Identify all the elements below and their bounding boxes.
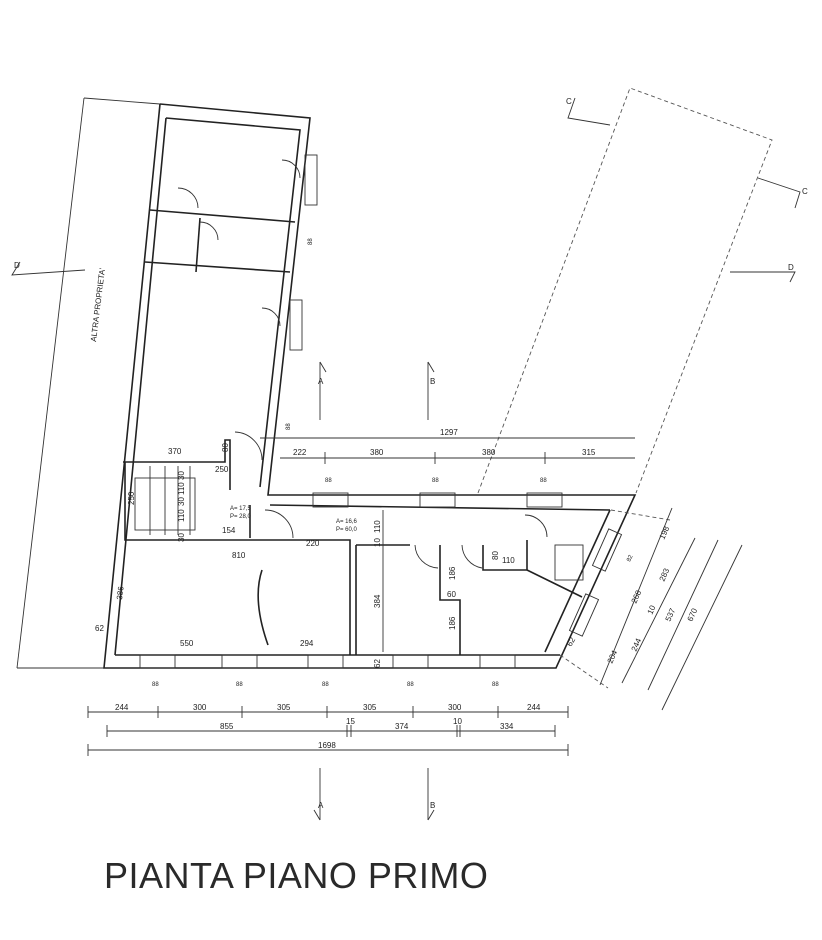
dim-label: 10	[453, 717, 462, 726]
plan-title: PIANTA PIANO PRIMO	[104, 855, 489, 896]
dim-label: 315	[582, 448, 596, 457]
window-labels: 88 88 88 88 88 88 88 88 88 88 82	[152, 238, 635, 688]
dim-label: 294	[300, 639, 314, 648]
stair-perimeter: P= 28,0	[230, 514, 252, 520]
right-dimensions: 198 268 204 283 10 244 537 670	[599, 507, 743, 711]
dim-label: 386	[115, 585, 126, 600]
window-label: 88	[286, 423, 292, 430]
section-b-bottom: B	[430, 801, 435, 810]
window-label: 88	[407, 682, 414, 688]
dim-label: 380	[370, 448, 384, 457]
section-b-top: B	[430, 377, 435, 386]
dim-label: 60	[447, 590, 456, 599]
dim-label: 186	[448, 566, 457, 580]
door-swing	[177, 187, 199, 209]
dim-label: 30	[177, 533, 186, 542]
dim-label: 305	[363, 703, 377, 712]
window-label: 88	[325, 478, 332, 484]
dim-label: 384	[373, 594, 382, 608]
dim-label: 10	[373, 538, 382, 547]
dim-label: 110	[177, 482, 186, 495]
dim-label: 15	[346, 717, 355, 726]
dim-label: 810	[232, 551, 246, 560]
dim-label: 30	[177, 471, 186, 480]
dim-label: 670	[686, 606, 700, 622]
dim-label: 283	[658, 566, 672, 582]
section-a-top: A	[318, 377, 324, 386]
door-swing	[264, 509, 294, 539]
dim-label: 186	[448, 616, 457, 630]
landing-area: A= 16,6	[336, 519, 358, 525]
dim-label: 244	[527, 703, 541, 712]
dim-label: 300	[193, 703, 207, 712]
doors	[177, 159, 548, 569]
dim-label: 80	[491, 551, 500, 560]
dim-label: 154	[222, 526, 236, 535]
dim-label: 30	[177, 497, 186, 506]
landing-perimeter: P= 60,0	[336, 527, 358, 533]
door-swing	[199, 221, 219, 241]
door-swing	[234, 431, 263, 461]
window-label: 88	[540, 478, 547, 484]
dim-label: 268	[630, 588, 644, 604]
dim-label: 537	[664, 606, 678, 622]
section-a-bottom: A	[318, 801, 324, 810]
dim-label: 244	[115, 703, 129, 712]
dim-label: 222	[293, 448, 307, 457]
window-label: 88	[322, 682, 329, 688]
dim-label: 380	[482, 448, 496, 457]
interior-walls	[123, 209, 584, 655]
section-c-right: C	[802, 187, 808, 196]
windows	[139, 154, 623, 669]
window-label: 82	[626, 554, 634, 563]
dim-label: 550	[180, 639, 194, 648]
dim-label: 334	[500, 722, 514, 731]
dim-label: 300	[448, 703, 462, 712]
dim-label: 220	[306, 539, 320, 548]
window-label: 88	[152, 682, 159, 688]
dim-label: 110	[177, 509, 186, 522]
bottom-dimensions: 244 300 305 305 300 244 855 15 374 10 33…	[87, 703, 569, 756]
dim-label: 80	[221, 443, 230, 452]
window-label: 88	[492, 682, 499, 688]
section-d-left: D	[14, 261, 20, 270]
window-label: 88	[236, 682, 243, 688]
room-labels: A= 17,5 P= 28,0 A= 16,6 P= 60,0	[230, 506, 358, 533]
section-markers: A B A B C C D D	[11, 97, 808, 821]
dim-label: 204	[606, 648, 620, 664]
section-d-right: D	[788, 263, 794, 272]
dim-label: 10	[646, 604, 658, 616]
dim-label: 198	[658, 524, 672, 540]
dim-label: 110	[502, 556, 515, 565]
door-swing	[524, 514, 548, 538]
dim-label: 305	[277, 703, 291, 712]
neighbor-property-strip: ALTRA PROPRIETA'	[16, 97, 161, 669]
interior-dimensions: 370 250 80 250 30 110 30 110 30 154 810 …	[95, 428, 635, 668]
courtyard-outline	[477, 87, 773, 689]
window-label: 88	[308, 238, 314, 245]
stair-area: A= 17,5	[230, 506, 252, 512]
door-swing	[414, 544, 439, 569]
dim-label: 62	[373, 659, 382, 668]
dim-label: 370	[168, 447, 182, 456]
window-label: 88	[432, 478, 439, 484]
door-swing	[281, 159, 301, 179]
dim-label: 244	[630, 636, 644, 652]
dim-label: 374	[395, 722, 409, 731]
section-c-left: C	[566, 97, 572, 106]
dim-label: 250	[127, 491, 136, 505]
dim-label: 62	[95, 624, 104, 633]
dim-label: 110	[373, 520, 382, 533]
dim-label: 1297	[440, 428, 458, 437]
door-swing	[261, 307, 281, 327]
door-swing	[461, 544, 483, 569]
dim-label: 855	[220, 722, 234, 731]
neighbor-label: ALTRA PROPRIETA'	[89, 267, 107, 342]
dim-label: 1698	[318, 741, 336, 750]
dim-label: 250	[215, 465, 229, 474]
